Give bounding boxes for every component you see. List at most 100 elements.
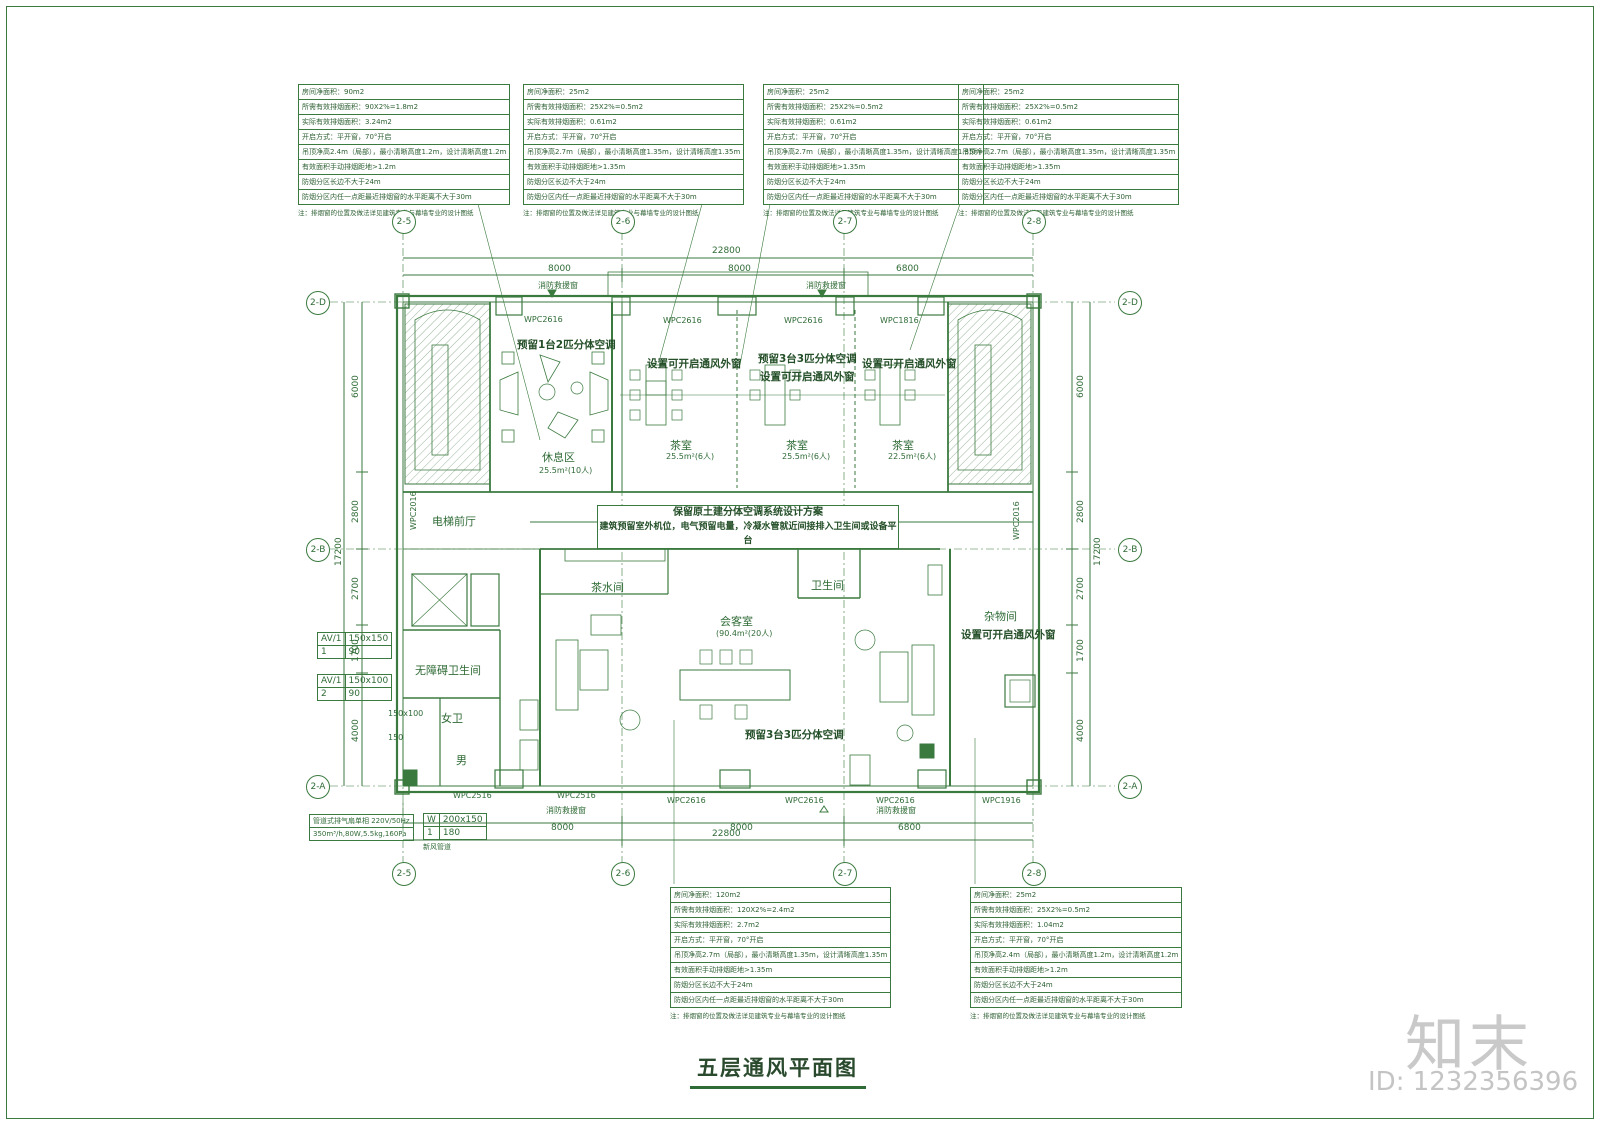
note-cell: 房间净面积：90m2: [297, 84, 511, 100]
note-footnote-5: 注：排烟窗的位置及做法详见建筑专业与幕墙专业的设计图纸: [670, 1012, 846, 1020]
grid-tag-bottom-4: 2-8: [1022, 862, 1046, 886]
note-row: 所需有效排烟面积：25X2%=0.5m2: [762, 99, 985, 115]
room-tea-1-capacity: 25.5m²(6人): [666, 452, 715, 461]
note-cell: 防烟分区内任一点距最近排烟窗的水平距离不大于30m: [957, 189, 1180, 205]
av1-value: 90: [344, 645, 393, 659]
note-row: 防烟分区长边不大于24m: [957, 174, 1180, 190]
note-footnote-6: 注：排烟窗的位置及做法详见建筑专业与幕墙专业的设计图纸: [970, 1012, 1146, 1020]
drawing-frame: [6, 6, 1594, 1119]
note-cell: 开启方式：平开窗，70°开启: [969, 932, 1183, 948]
note-row: 有效面积手动排烟距地>1.35m: [669, 962, 892, 978]
av2-value: 90: [344, 687, 393, 701]
note-row: 防烟分区内任一点距最近排烟窗的水平距离不大于30m: [669, 992, 892, 1008]
note-row: 开启方式：平开窗，70°开启: [297, 129, 511, 145]
grid-tag-left-2: 2-B: [306, 538, 330, 562]
note-cell: 开启方式：平开窗，70°开启: [957, 129, 1180, 145]
vent-window-label-3: 设置可开启通风外窗: [862, 358, 957, 370]
note-cell: 吊顶净高2.4m（局部），最小清晰高度1.2m，设计清晰高度1.2m: [297, 144, 511, 160]
note-cell: 开启方式：平开窗，70°开启: [522, 129, 745, 145]
note-row: 所需有效排烟面积：90X2%=1.8m2: [297, 99, 511, 115]
note-cell: 房间净面积：25m2: [969, 887, 1183, 903]
note-cell: 所需有效排烟面积：25X2%=0.5m2: [522, 99, 745, 115]
note-cell: 所需有效排烟面积：25X2%=0.5m2: [762, 99, 985, 115]
brand-id: ID: 1232356396: [1368, 1067, 1579, 1097]
av2-size: 150x100: [344, 674, 393, 688]
note-cell: 防烟分区长边不大于24m: [969, 977, 1183, 993]
dim-bottom-seg-3: 6800: [898, 823, 921, 833]
dim-left-seg-2: 2800: [351, 500, 361, 523]
room-storage: 杂物间: [984, 610, 1017, 623]
grid-tag-bottom-2: 2-6: [611, 862, 635, 886]
ac-system-note-line-1: 保留原土建分体空调系统设计方案: [673, 507, 823, 518]
note-cell: 有效面积手动排烟距地>1.35m: [522, 159, 745, 175]
exhaust-table-caption: 新风管道: [423, 843, 451, 851]
note-cell: 防烟分区内任一点距最近排烟窗的水平距离不大于30m: [762, 189, 985, 205]
note-cell: 所需有效排烟面积：25X2%=0.5m2: [957, 99, 1180, 115]
room-tea-2: 茶室: [786, 439, 808, 452]
vent-window-label-2: 设置可开启通风外窗: [760, 371, 855, 383]
room-tea-3-capacity: 22.5m²(6人): [888, 452, 937, 461]
exhaust-value: 180: [438, 826, 487, 840]
note-row: 开启方式：平开窗，70°开启: [762, 129, 985, 145]
note-cell: 吊顶净高2.4m（局部），最小清晰高度1.2m，设计清晰高度1.2m: [969, 947, 1183, 963]
note-row: 吊顶净高2.4m（局部），最小清晰高度1.2m，设计清晰高度1.2m: [969, 947, 1183, 963]
note-row: 房间净面积：120m2: [669, 887, 892, 903]
window-code-top-2: WPC2616: [663, 316, 702, 325]
note-cell: 防烟分区长边不大于24m: [762, 174, 985, 190]
note-cell: 有效面积手动排烟距地>1.35m: [669, 962, 892, 978]
room-meeting-capacity: (90.4m²(20人): [716, 629, 773, 638]
dim-bottom-seg-1: 8000: [551, 823, 574, 833]
note-row: 吊顶净高2.7m（局部），最小清晰高度1.35m，设计清晰高度1.35m: [522, 144, 745, 160]
fire-window-label-top-1: 消防救援窗: [538, 281, 578, 290]
dim-left-total: 17200: [334, 537, 344, 566]
note-row: 有效面积手动排烟距地>1.2m: [297, 159, 511, 175]
drawing-title: 五层通风平面图: [697, 1056, 858, 1080]
note-cell: 吊顶净高2.7m（局部），最小清晰高度1.35m，设计清晰高度1.35m: [762, 144, 985, 160]
window-code-bottom-1: WPC2516: [453, 791, 492, 800]
note-row: 开启方式：平开窗，70°开启: [669, 932, 892, 948]
grid-tag-bottom-1: 2-5: [392, 862, 416, 886]
note-row: 开启方式：平开窗，70°开启: [969, 932, 1183, 948]
note-row: 防烟分区长边不大于24m: [297, 174, 511, 190]
note-cell: 实际有效排烟面积：0.61m2: [762, 114, 985, 130]
note-cell: 防烟分区长边不大于24m: [522, 174, 745, 190]
note-row: 有效面积手动排烟距地>1.2m: [969, 962, 1183, 978]
note-cell: 有效面积手动排烟距地>1.35m: [762, 159, 985, 175]
note-cell: 所需有效排烟面积：120X2%=2.4m2: [669, 902, 892, 918]
note-cell: 防烟分区长边不大于24m: [669, 977, 892, 993]
note-cell: 房间净面积：120m2: [669, 887, 892, 903]
window-code-bottom-5: WPC2616: [876, 796, 915, 805]
dim-right-seg-4: 1700: [1076, 639, 1086, 662]
note-row: 防烟分区内任一点距最近排烟窗的水平距离不大于30m: [762, 189, 985, 205]
room-tea-3: 茶室: [892, 439, 914, 452]
note-cell: 实际有效排烟面积：3.24m2: [297, 114, 511, 130]
note-cell: 实际有效排烟面积：1.04m2: [969, 917, 1183, 933]
note-cell: 实际有效排烟面积：0.61m2: [522, 114, 745, 130]
note-cell: 防烟分区内任一点距最近排烟窗的水平距离不大于30m: [969, 992, 1183, 1008]
room-elevator-lobby: 电梯前厅: [432, 515, 476, 528]
note-cell: 房间净面积：25m2: [762, 84, 985, 100]
room-restroom: 卫生间: [811, 579, 844, 592]
dim-left-seg-1: 6000: [351, 375, 361, 398]
note-row: 实际有效排烟面积：0.61m2: [522, 114, 745, 130]
duct-size-label-1: 150x100: [388, 709, 424, 718]
dim-right-seg-5: 4000: [1076, 719, 1086, 742]
av2-code: AV/1: [317, 674, 346, 688]
note-cell: 所需有效排烟面积：25X2%=0.5m2: [969, 902, 1183, 918]
av1-qty: 1: [317, 645, 346, 659]
room-male-restroom: 男: [456, 754, 467, 767]
note-cell: 防烟分区长边不大于24m: [297, 174, 511, 190]
fan-spec-box: 管道式排气扇单相 220V/50Hz 350m³/h,80W,5.5kg,160…: [309, 814, 414, 841]
window-code-bottom-4: WPC2616: [785, 796, 824, 805]
